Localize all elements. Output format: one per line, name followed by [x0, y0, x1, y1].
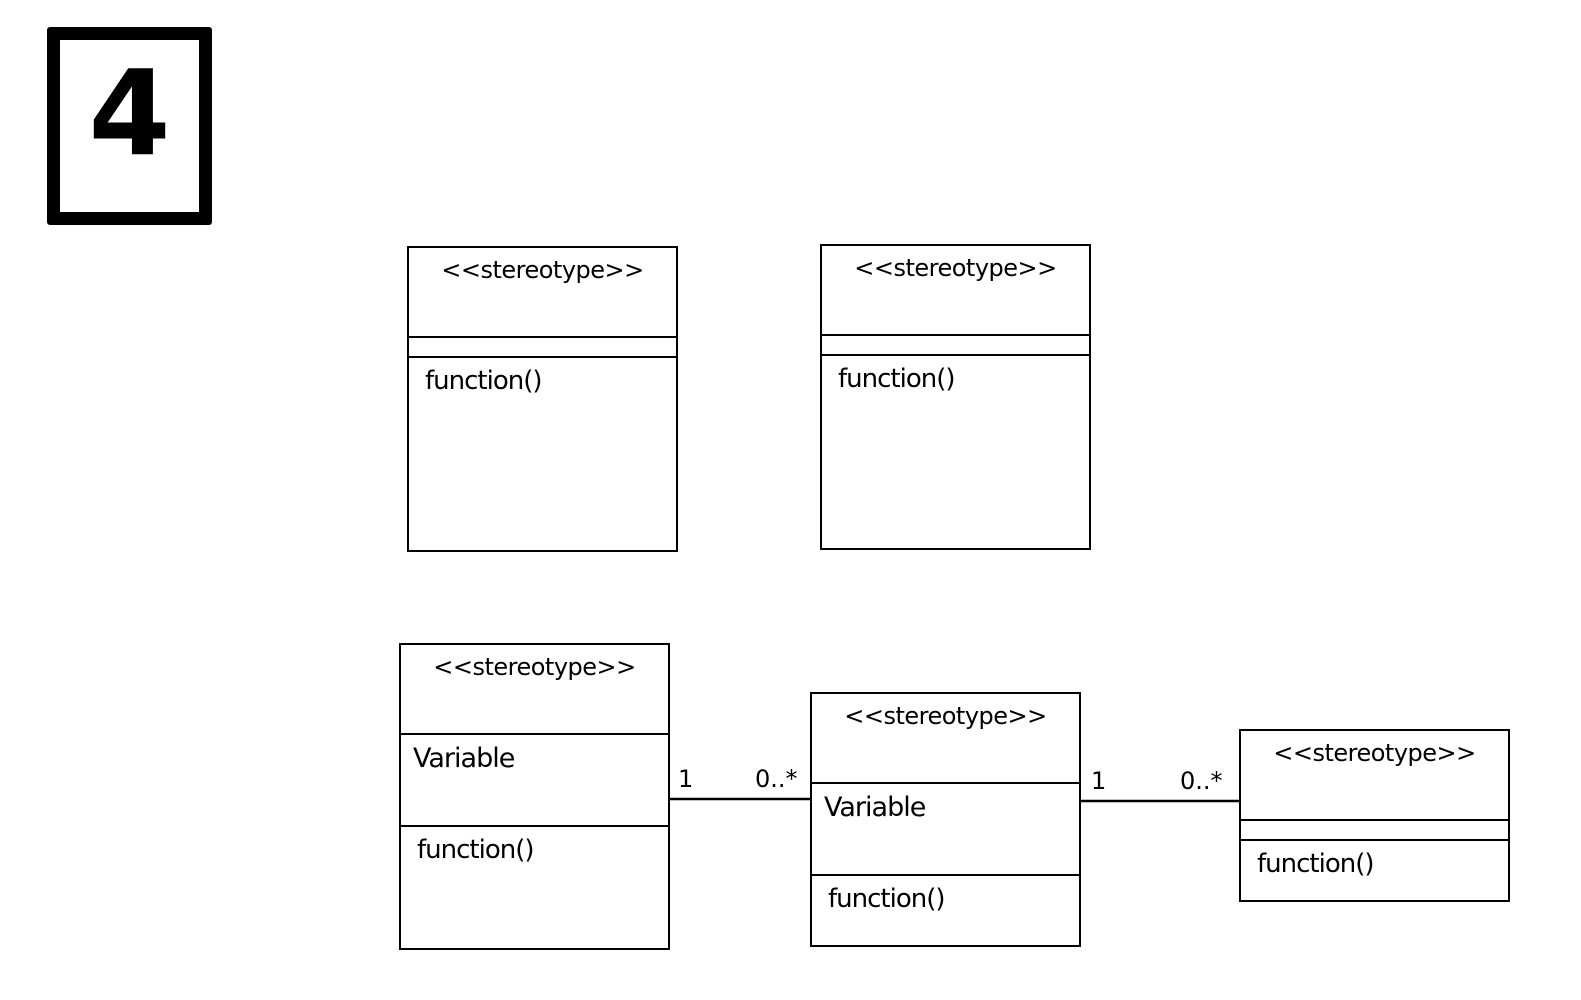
class-stereotype: <<stereotype>>: [433, 653, 636, 681]
page-number: 4: [88, 44, 171, 182]
operation-compartment: function(): [1241, 839, 1508, 900]
uml-class-5: <<stereotype>> function(): [1239, 729, 1510, 902]
class-operation: function(): [838, 364, 956, 394]
multiplicity-label: 1: [678, 765, 694, 793]
operation-compartment: function(): [409, 356, 676, 550]
operation-compartment: function(): [822, 354, 1089, 548]
class-operation: function(): [828, 884, 946, 914]
name-compartment: <<stereotype>>: [822, 246, 1089, 334]
page-number-badge: 4: [47, 27, 212, 225]
attribute-compartment: [1241, 819, 1508, 839]
multiplicity-label: 0..*: [755, 765, 798, 793]
class-stereotype: <<stereotype>>: [844, 702, 1047, 730]
class-operation: function(): [425, 366, 543, 396]
class-attribute: Variable: [824, 792, 926, 823]
class-operation: function(): [417, 835, 535, 865]
uml-class-3: <<stereotype>> Variable function(): [399, 643, 670, 950]
name-compartment: <<stereotype>>: [401, 645, 668, 733]
class-operation: function(): [1257, 849, 1375, 879]
attribute-compartment: [409, 336, 676, 356]
multiplicity-label: 0..*: [1180, 767, 1223, 795]
class-stereotype: <<stereotype>>: [441, 256, 644, 284]
operation-compartment: function(): [401, 825, 668, 948]
attribute-compartment: Variable: [812, 782, 1079, 874]
uml-class-4: <<stereotype>> Variable function(): [810, 692, 1081, 947]
multiplicity-label: 1: [1091, 767, 1107, 795]
class-stereotype: <<stereotype>>: [1273, 739, 1476, 767]
operation-compartment: function(): [812, 874, 1079, 945]
name-compartment: <<stereotype>>: [812, 694, 1079, 782]
attribute-compartment: Variable: [401, 733, 668, 825]
name-compartment: <<stereotype>>: [409, 248, 676, 336]
class-stereotype: <<stereotype>>: [854, 254, 1057, 282]
attribute-compartment: [822, 334, 1089, 354]
uml-class-1: <<stereotype>> function(): [407, 246, 678, 552]
class-attribute: Variable: [413, 743, 515, 774]
uml-class-2: <<stereotype>> function(): [820, 244, 1091, 550]
name-compartment: <<stereotype>>: [1241, 731, 1508, 819]
